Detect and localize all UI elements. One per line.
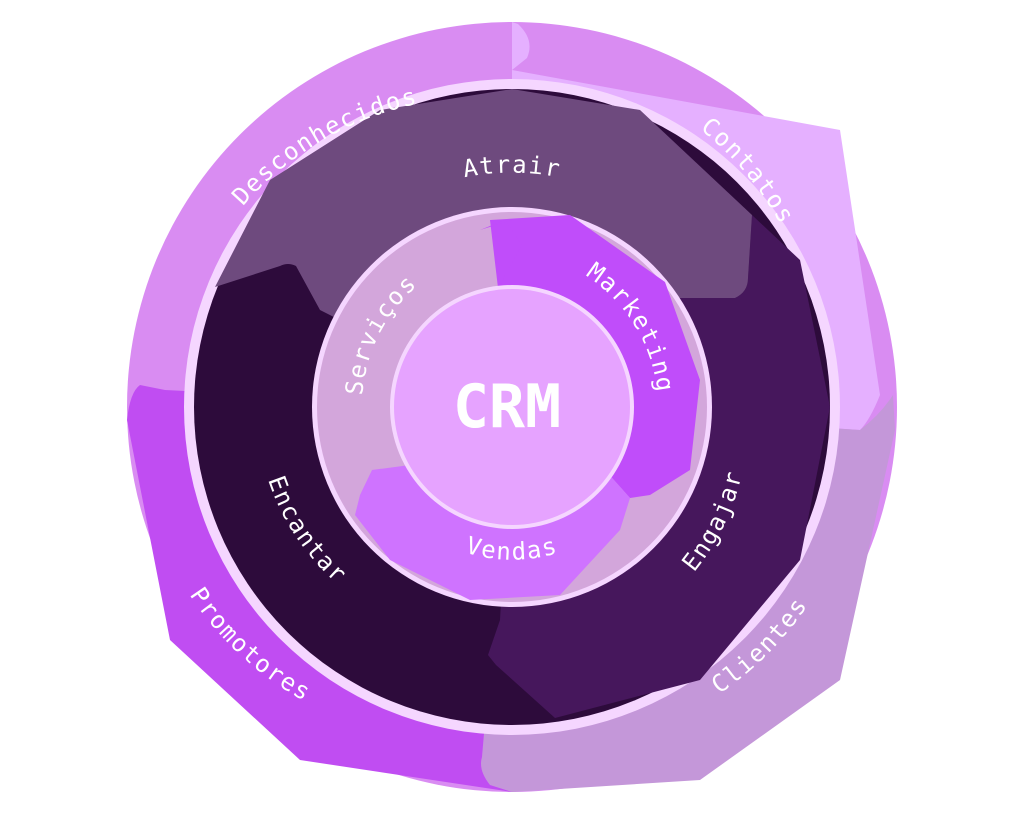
inner-notch-marketing bbox=[480, 220, 522, 300]
crm-center-label: CRM bbox=[453, 372, 561, 442]
crm-core bbox=[394, 289, 630, 525]
